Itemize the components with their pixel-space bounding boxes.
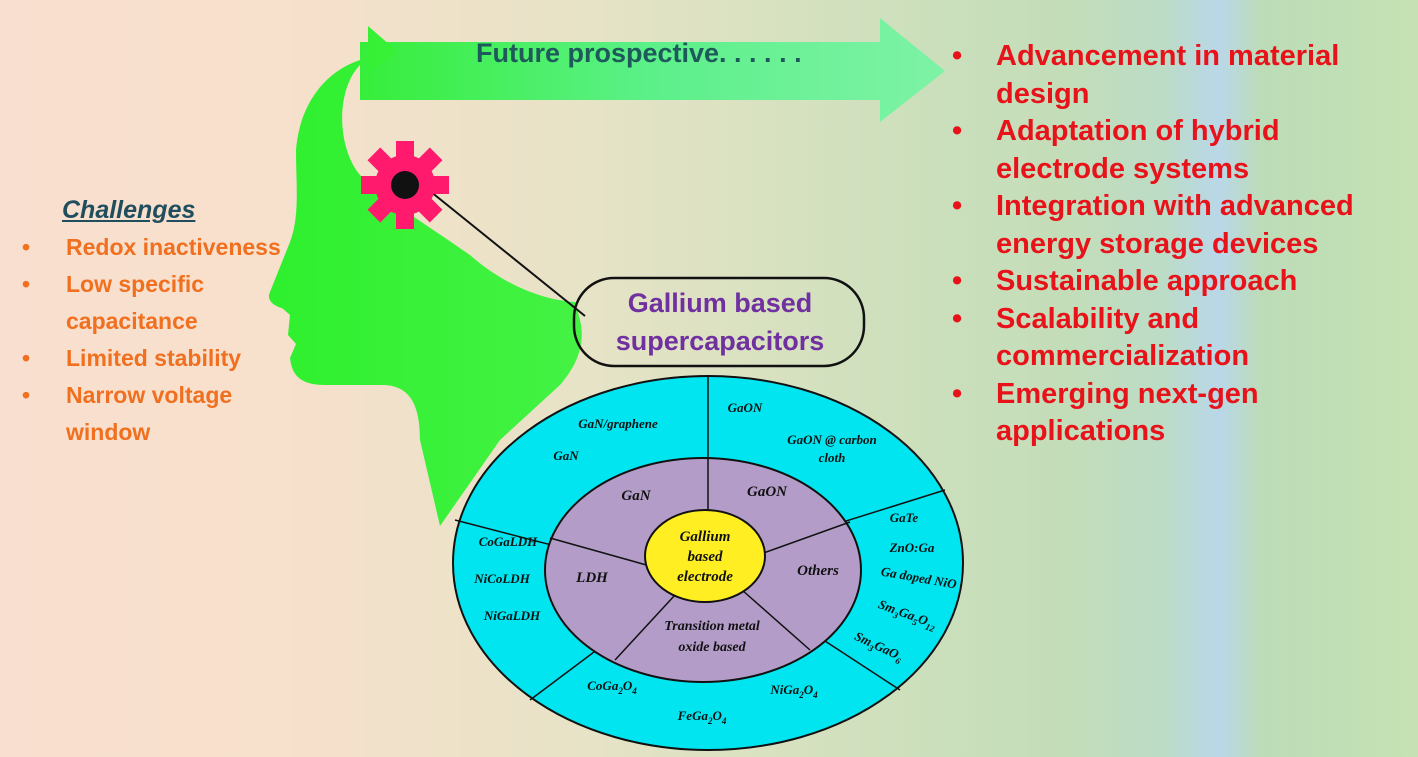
outer-tmo-item-3: FeGa2O4 [677,708,727,726]
future-item: Integration with advanced energy storage… [950,188,1410,263]
inner-label-tmo-2: oxide based [678,640,746,655]
inner-label-gan: GaN [621,488,651,504]
outer-gan-item-2: GaN [553,448,579,463]
inner-label-gaon: GaON [747,484,788,500]
center-line3: electrode [677,569,733,585]
challenges-list: Redox inactiveness Low specific capacita… [20,229,290,451]
outer-others-item-2: ZnO:Ga [889,540,935,555]
gear-icon [361,141,449,229]
center-circle [644,509,766,603]
divider-inner-bottom-left [614,594,676,661]
divider-inner-right [757,521,851,556]
center-line2: based [688,549,723,565]
future-prospective-label: Future prospective. . . . . . [476,38,802,68]
future-item: Scalability and commercialization [950,301,1410,376]
outer-gaon-item-1: GaON [728,400,763,415]
callout-line2: supercapacitors [616,326,825,356]
callout-line1: Gallium based [628,288,813,318]
future-item: Adaptation of hybrid electrode systems [950,113,1410,188]
challenge-item: Low specific capacitance [20,266,290,340]
inner-label-others: Others [797,563,839,579]
outer-tmo-item-2: NiGa2O4 [769,682,818,700]
outer-gaon-item-3: cloth [819,450,846,465]
future-item: Sustainable approach [950,263,1410,301]
future-item: Advancement in material design [950,38,1410,113]
center-line1: Gallium [680,529,731,545]
outer-gaon-item-2: GaON @ carbon [787,432,877,447]
gear-connector-line [419,182,586,317]
challenges-title: Challenges [62,196,196,224]
outer-ldh-item-3: NiGaLDH [483,608,541,623]
challenge-item: Narrow voltage window [20,377,290,451]
inner-label-ldh: LDH [575,570,609,586]
challenges-section: Challenges Redox inactiveness Low specif… [20,196,290,451]
future-list: Advancement in material design Adaptatio… [950,38,1410,451]
future-arrow [360,18,945,122]
callout-box [572,276,866,368]
outer-others-item-1: GaTe [890,510,919,525]
outer-ldh-item-1: CoGaLDH [479,534,538,549]
head-silhouette [268,26,582,526]
challenge-item: Redox inactiveness [20,229,290,266]
outer-ldh-item-2: NiCoLDH [473,571,531,586]
challenge-item: Limited stability [20,340,290,377]
future-item: Emerging next-gen applications [950,376,1410,451]
inner-label-tmo-1: Transition metal [664,619,760,634]
divider-inner-left [549,537,651,567]
outer-gan-item-1: GaN/graphene [578,416,658,431]
divider-inner-bottom-right [741,589,811,651]
outer-tmo-item-1: CoGa2O4 [587,678,637,696]
